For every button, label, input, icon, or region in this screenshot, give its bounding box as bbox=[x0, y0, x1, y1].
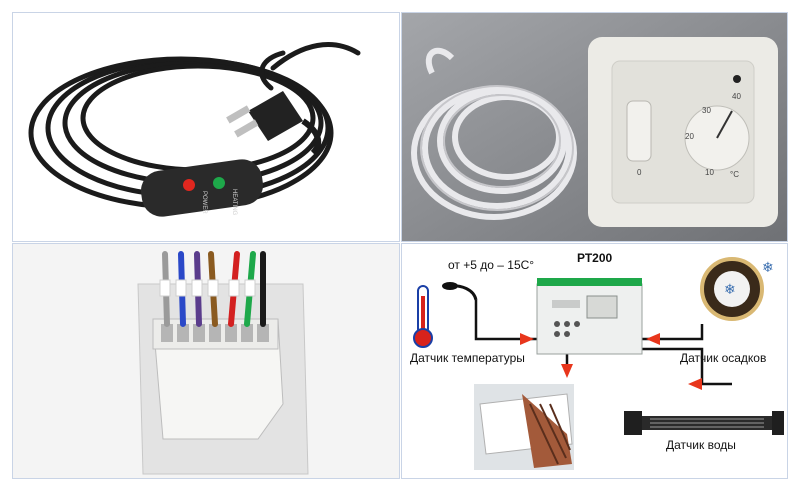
thermostat-photo: 40 30 20 10 0 °C bbox=[401, 12, 788, 242]
wiring-module-illustration bbox=[13, 244, 399, 478]
heating-cable-photo: POWER HEATING bbox=[12, 12, 400, 242]
arrow-icon bbox=[646, 333, 660, 345]
snowflake-icon: ❄ bbox=[724, 281, 736, 297]
arrow-icon bbox=[520, 333, 534, 345]
roof-gutter-photo bbox=[474, 384, 574, 470]
scale-30: 30 bbox=[702, 106, 711, 115]
temp-sensor-label: Датчик температуры bbox=[410, 351, 525, 365]
heating-led-icon bbox=[213, 177, 225, 189]
thermostat-device: 40 30 20 10 0 °C bbox=[588, 37, 778, 227]
scale-unit: °C bbox=[730, 170, 739, 179]
pt200-controller bbox=[536, 278, 643, 355]
scale-40: 40 bbox=[732, 92, 741, 101]
scale-10: 10 bbox=[705, 168, 714, 177]
water-sensor bbox=[624, 411, 784, 435]
scale-0: 0 bbox=[637, 168, 642, 177]
signal-arrows bbox=[520, 333, 702, 390]
arrow-icon bbox=[688, 378, 702, 390]
temp-sensor-probe bbox=[442, 282, 478, 301]
heating-label: HEATING bbox=[231, 189, 237, 216]
precip-sensor-label: Датчик осадков bbox=[680, 351, 766, 365]
device-label: РТ200 bbox=[577, 251, 613, 265]
water-sensor-label: Датчик воды bbox=[666, 438, 736, 452]
indicator-dot bbox=[733, 75, 741, 83]
wiring-module-photo bbox=[12, 243, 400, 479]
precipitation-sensor: ❄ ❄ bbox=[700, 257, 774, 321]
power-led-icon bbox=[183, 179, 195, 191]
power-switch bbox=[626, 100, 652, 162]
connection-scheme: от +5 до – 15С° bbox=[401, 243, 788, 479]
thermostat-illustration: 40 30 20 10 0 °C bbox=[402, 13, 787, 241]
module-box bbox=[152, 318, 284, 440]
scale-20: 20 bbox=[685, 132, 694, 141]
scheme-diagram: от +5 до – 15С° bbox=[410, 251, 784, 470]
thermometer-icon bbox=[413, 285, 433, 348]
snowflake-icon: ❄ bbox=[762, 259, 774, 275]
heating-cable-illustration: POWER HEATING bbox=[28, 42, 361, 217]
power-plug bbox=[226, 91, 322, 156]
range-label: от +5 до – 15С° bbox=[448, 258, 534, 272]
arrow-icon bbox=[561, 364, 573, 378]
power-label: POWER bbox=[201, 191, 207, 214]
rcd-box: POWER HEATING bbox=[140, 159, 264, 217]
